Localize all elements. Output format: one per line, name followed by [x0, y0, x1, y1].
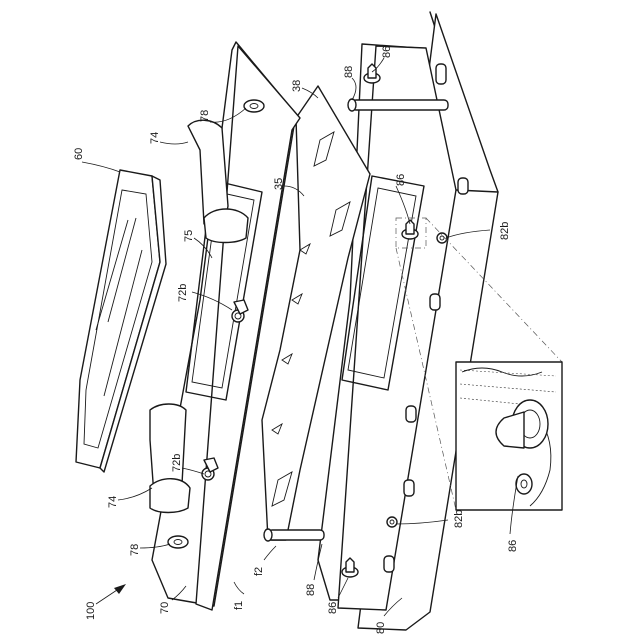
label-78-right: 78 — [199, 110, 211, 122]
label-38: 38 — [291, 80, 303, 92]
label-35: 35 — [273, 178, 285, 190]
label-86-top: 86 — [381, 46, 393, 58]
pin-78-left — [168, 536, 188, 548]
label-78-left: 78 — [129, 544, 141, 556]
handle-left — [150, 404, 190, 513]
pin-78-right — [244, 100, 264, 112]
label-82b-upper: 82b — [499, 222, 511, 240]
label-70: 70 — [159, 602, 171, 614]
label-74-left: 74 — [107, 496, 119, 508]
assembly-arrow — [96, 584, 126, 604]
label-75: 75 — [183, 230, 195, 242]
post-88-upper — [348, 99, 448, 111]
label-72b-upper: 72b — [177, 284, 189, 302]
spacer-lower — [387, 517, 397, 527]
label-88-lower: 88 — [305, 584, 317, 596]
label-74-right: 74 — [149, 132, 161, 144]
post-88-lower — [264, 529, 324, 541]
label-88-upper: 88 — [343, 66, 355, 78]
label-82b-lower: 82b — [453, 510, 465, 528]
label-86-bottom: 86 — [327, 602, 339, 614]
label-f1: f1 — [233, 601, 245, 610]
label-72b-lower: 72b — [171, 454, 183, 472]
label-f2: f2 — [253, 567, 265, 576]
label-60: 60 — [73, 148, 85, 160]
label-86-detail: 86 — [507, 540, 519, 552]
label-86-middle: 86 — [395, 174, 407, 186]
label-100: 100 — [85, 602, 97, 620]
label-80: 80 — [375, 622, 387, 634]
